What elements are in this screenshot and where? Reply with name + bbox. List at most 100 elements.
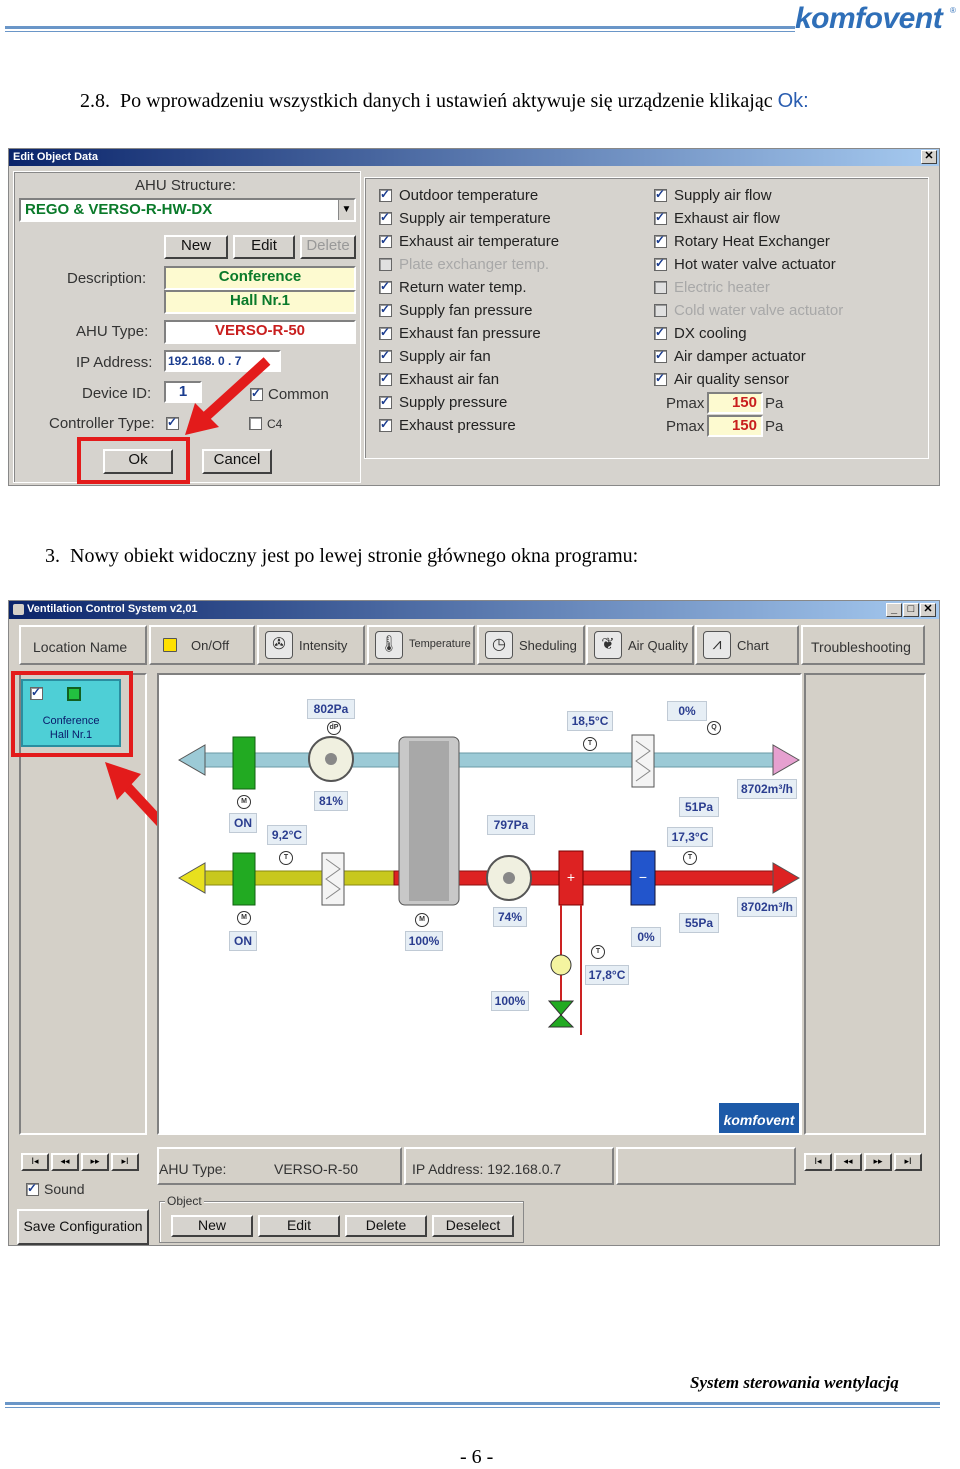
option-checkbox[interactable] — [379, 348, 392, 363]
object-name-line1: Conference — [42, 715, 100, 727]
chart-button[interactable]: ⩘ Chart — [695, 625, 799, 665]
nav-first-button-right[interactable]: I◂ — [804, 1153, 832, 1171]
readout-supply-fan-pressure: 802Pa — [307, 699, 355, 719]
option-checkbox[interactable] — [379, 258, 392, 271]
section-number: 3. — [45, 545, 60, 567]
pmax-label-1: Pmax — [666, 395, 705, 412]
option-checkbox[interactable] — [654, 348, 667, 363]
page-number: - 6 - — [460, 1446, 494, 1468]
cancel-button[interactable]: Cancel — [202, 449, 272, 474]
option-label: Hot water valve actuator — [674, 256, 836, 273]
readout-supply-flow: 8702m³/h — [737, 897, 797, 917]
controller-c4-checkbox[interactable] — [249, 417, 262, 430]
option-checkbox[interactable] — [654, 304, 667, 317]
option-checkbox[interactable] — [379, 279, 392, 294]
ahu-schematic: + − — [177, 734, 800, 1035]
ip-address-label: IP Address: — [76, 354, 153, 371]
object-edit-button[interactable]: Edit — [258, 1215, 340, 1237]
ahu-structure-select[interactable]: REGO & VERSO-R-HW-DX ▼ — [19, 198, 356, 222]
object-delete-button[interactable]: Delete — [345, 1215, 427, 1237]
device-id-field[interactable]: 1 — [164, 381, 202, 403]
delete-button[interactable]: Delete — [300, 235, 356, 259]
option-label: Supply air temperature — [399, 210, 551, 227]
option-checkbox[interactable] — [379, 302, 392, 317]
save-configuration-button[interactable]: Save Configuration — [17, 1209, 149, 1245]
troubleshooting-button[interactable]: Troubleshooting — [801, 625, 925, 665]
option-checkbox[interactable] — [379, 394, 392, 409]
readout-return-water-temp: 17,8°C — [585, 965, 629, 985]
temp-sensor-icon: T — [683, 851, 697, 865]
nav-last-button-right[interactable]: ▸I — [894, 1153, 922, 1171]
red-arrow-icon — [185, 357, 271, 435]
chevron-down-icon[interactable]: ▼ — [338, 200, 354, 220]
ip-address-field[interactable]: 192.168. 0 . 7 — [164, 350, 281, 372]
intensity-button[interactable]: ✇ Intensity — [257, 625, 365, 665]
sound-checkbox[interactable] — [26, 1181, 39, 1196]
air-quality-label: Air Quality — [628, 638, 688, 653]
nav-next-button-right[interactable]: ▸▸ — [864, 1153, 892, 1171]
readout-outdoor-temp: 9,2°C — [267, 825, 307, 845]
common-checkbox[interactable] — [250, 386, 263, 401]
option-checkbox[interactable] — [654, 256, 667, 271]
edit-button[interactable]: Edit — [233, 235, 295, 259]
option-label: Supply air fan — [399, 348, 491, 365]
object-new-button[interactable]: New — [171, 1215, 253, 1237]
sheduling-button[interactable]: ◷ Sheduling — [477, 625, 585, 665]
option-checkbox[interactable] — [379, 187, 392, 202]
readout-supply-temp: 17,3°C — [667, 827, 713, 847]
ok-button[interactable]: Ok — [103, 449, 173, 474]
option-label: Exhaust air flow — [674, 210, 780, 227]
komfovent-logo: komfovent — [795, 2, 943, 35]
ahu-type-field[interactable]: VERSO-R-50 — [164, 320, 356, 344]
temperature-label: Temperature — [409, 638, 471, 650]
options-panel — [364, 177, 929, 459]
readout-damper-2: ON — [229, 931, 257, 951]
maximize-button[interactable]: □ — [903, 603, 919, 617]
nav-prev-button-right[interactable]: ◂◂ — [834, 1153, 862, 1171]
option-checkbox[interactable] — [654, 233, 667, 248]
onoff-label: On/Off — [191, 638, 230, 653]
pmax-field-2[interactable]: 150 — [707, 415, 763, 437]
ahu-type-status-value: VERSO-R-50 — [274, 1161, 359, 1177]
nav-first-button[interactable]: I◂ — [21, 1153, 49, 1171]
close-button[interactable]: ✕ — [921, 150, 937, 164]
option-checkbox[interactable] — [379, 233, 392, 248]
new-button[interactable]: New — [164, 235, 228, 259]
temperature-button[interactable]: 🌡 Temperature — [367, 625, 475, 665]
description-line2[interactable]: Hall Nr.1 — [164, 290, 356, 314]
nav-prev-button[interactable]: ◂◂ — [51, 1153, 79, 1171]
clock-icon: ◷ — [485, 631, 513, 659]
nav-last-button[interactable]: ▸I — [111, 1153, 139, 1171]
option-checkbox[interactable] — [654, 281, 667, 294]
air-quality-button[interactable]: ❦ Air Quality — [586, 625, 694, 665]
option-checkbox[interactable] — [379, 210, 392, 225]
dialog-title: Edit Object Data — [13, 151, 98, 163]
option-label: Supply pressure — [399, 394, 508, 411]
option-checkbox[interactable] — [379, 325, 392, 340]
option-checkbox[interactable] — [379, 371, 392, 386]
option-checkbox[interactable] — [654, 325, 667, 340]
temp-sensor-icon: T — [591, 945, 605, 959]
readout-supply-pressure: 55Pa — [679, 913, 719, 933]
option-checkbox[interactable] — [654, 187, 667, 202]
minimize-button[interactable]: _ — [886, 603, 902, 617]
option-label: DX cooling — [674, 325, 747, 342]
ahu-type-label: AHU Type: — [76, 323, 149, 340]
object-tile-conference[interactable]: Conference Hall Nr.1 — [21, 679, 121, 747]
option-label: Electric heater — [674, 279, 770, 296]
object-select-checkbox[interactable] — [30, 685, 43, 700]
ip-address-status-text: IP Address: 192.168.0.7 — [412, 1161, 562, 1177]
nav-next-button[interactable]: ▸▸ — [81, 1153, 109, 1171]
svg-text:−: − — [639, 869, 647, 885]
close-window-button[interactable]: ✕ — [920, 603, 936, 617]
readout-exhaust-flow: 8702m³/h — [737, 779, 797, 799]
object-deselect-button[interactable]: Deselect — [432, 1215, 514, 1237]
option-checkbox[interactable] — [379, 417, 392, 432]
controller-c-checkbox[interactable] — [166, 415, 179, 430]
description-line1[interactable]: Conference — [164, 266, 356, 290]
pmax-field-1[interactable]: 150 — [707, 392, 763, 414]
main-window: Ventilation Control System v2,01 _ □ ✕ L… — [8, 600, 940, 1246]
option-checkbox[interactable] — [654, 371, 667, 386]
option-checkbox[interactable] — [654, 210, 667, 225]
onoff-button[interactable]: On/Off — [149, 625, 255, 665]
